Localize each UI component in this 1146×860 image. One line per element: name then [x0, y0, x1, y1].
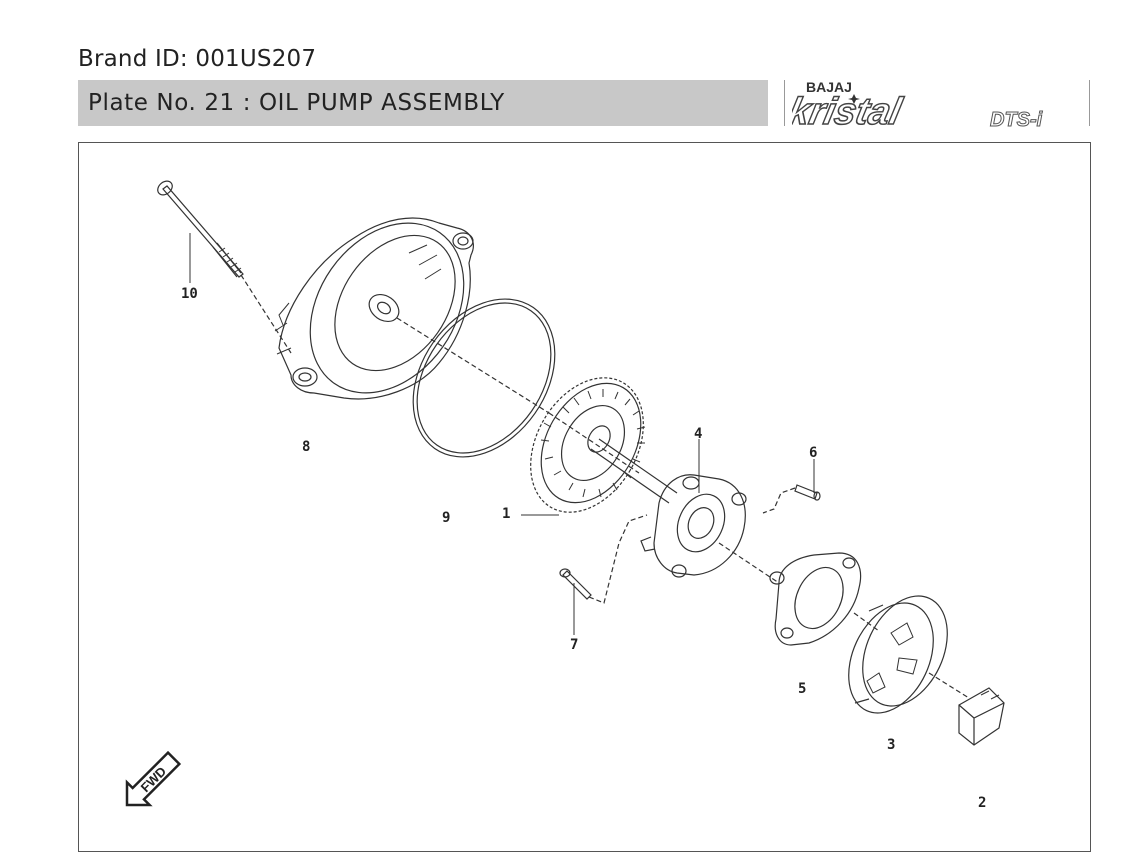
logo-variant: DTS-i: [990, 109, 1043, 130]
exploded-diagram: 10 8 9 1 4 6 7 5 3 2 FWD: [125, 180, 1005, 811]
part-7-screw: [559, 514, 648, 604]
logo-divider-left: [784, 80, 785, 126]
diagram-frame: 10 8 9 1 4 6 7 5 3 2 FWD: [78, 142, 1091, 852]
part-2-inner-rotor: [958, 687, 1005, 746]
part-8-cover: [274, 217, 550, 414]
logo-star-icon: [848, 94, 860, 104]
callout-2: 2: [978, 795, 986, 811]
callout-4: 4: [694, 426, 702, 442]
callout-8: 8: [302, 439, 310, 455]
callout-10: 10: [181, 286, 198, 302]
part-3-rotor: [848, 595, 970, 714]
brand-id: Brand ID: 001US207: [78, 46, 317, 72]
logo-divider-right: [1089, 80, 1090, 126]
part-6-pin: [762, 484, 821, 514]
callout-5: 5: [798, 681, 806, 697]
part-4-pump-body: [640, 474, 780, 584]
logo-maker: BAJAJ: [806, 79, 852, 95]
callout-7: 7: [570, 637, 578, 653]
callout-3: 3: [887, 737, 895, 753]
callout-1: 1: [502, 506, 510, 522]
plate-title: Plate No. 21 : OIL PUMP ASSEMBLY: [78, 80, 768, 126]
callout-9: 9: [442, 510, 450, 526]
logo-model: kristal: [792, 90, 907, 130]
part-5-gasket: [769, 552, 880, 646]
part-10-bolt: [157, 180, 292, 354]
leader-lines: [189, 233, 815, 635]
brand-logo: BAJAJ kristal DTS-i: [792, 79, 1043, 130]
part-9-o-ring: [412, 298, 640, 474]
part-1-gear: [530, 377, 678, 513]
fwd-arrow-icon: FWD: [125, 750, 182, 807]
callout-6: 6: [809, 445, 817, 461]
